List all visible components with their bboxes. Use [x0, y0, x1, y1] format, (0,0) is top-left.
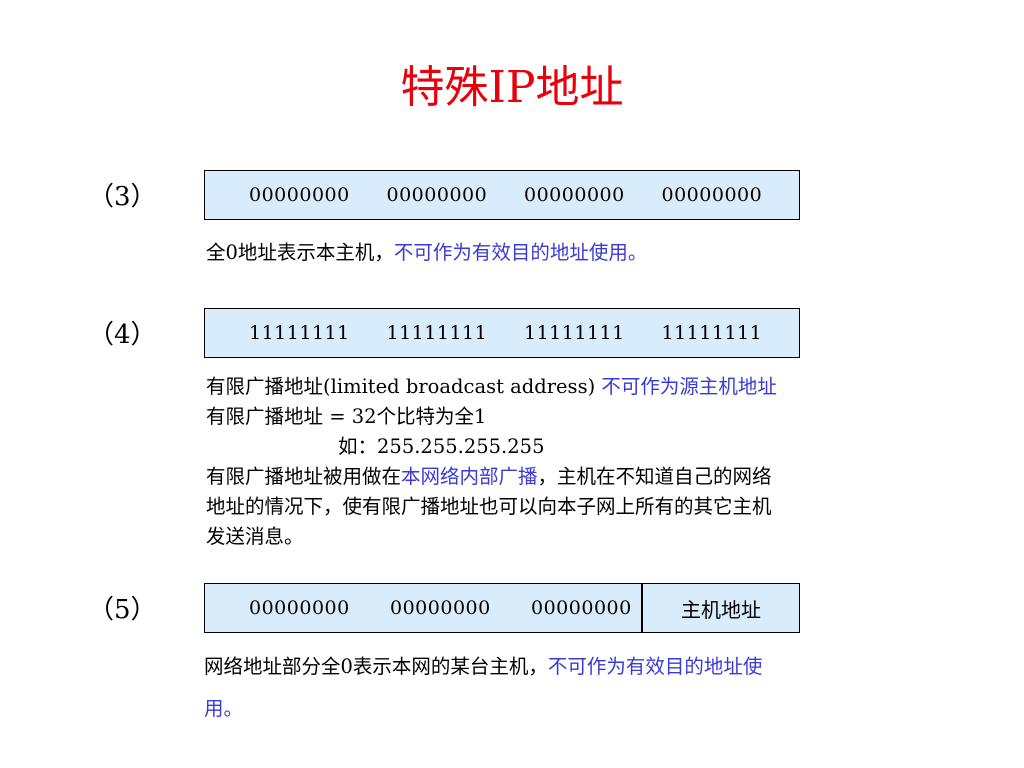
section-5-note-cont: 用。: [204, 697, 244, 720]
section-3-label: （3）: [88, 182, 157, 212]
note-highlight: 本网络内部广播: [401, 465, 538, 488]
section-3-note: 全0地址表示本主机，不可作为有效目的地址使用。: [206, 238, 647, 268]
slide-title: 特殊IP地址: [400, 62, 624, 113]
octet: 00000000: [386, 184, 488, 206]
note-text: 全0地址表示本主机，: [206, 241, 394, 264]
section-4-line-1: 有限广播地址(limited broadcast address) 不可作为源主…: [206, 372, 777, 402]
section-4-line-3: 如：255.255.255.255: [338, 435, 545, 458]
octet: 00000000: [390, 597, 491, 619]
octet: 00000000: [531, 597, 632, 619]
octet: 11111111: [524, 322, 625, 344]
section-4-label: （4）: [88, 320, 157, 350]
section-4-line-2: 有限广播地址 = 32个比特为全1: [206, 405, 487, 428]
octet: 00000000: [249, 184, 350, 206]
octet: 11111111: [249, 322, 350, 344]
section-4-line-6: 发送消息。: [206, 525, 304, 548]
host-address-cell: 主机地址: [641, 584, 799, 632]
octet: 11111111: [386, 322, 488, 344]
octet: 00000000: [661, 184, 763, 206]
note-highlight: 不可作为源主机地址: [601, 375, 777, 398]
note-text: ，主机在不知道自己的网络: [537, 465, 772, 488]
note-text: 网络地址部分全0表示本网的某台主机，: [204, 655, 548, 678]
octet: 11111111: [661, 322, 763, 344]
section-5-note: 网络地址部分全0表示本网的某台主机，不可作为有效目的地址使: [204, 650, 762, 684]
note-highlight: 不可作为有效目的地址使用。: [393, 241, 648, 264]
note-highlight: 不可作为有效目的地址使: [547, 655, 763, 678]
section-4-line-4: 有限广播地址被用做在本网络内部广播，主机在不知道自己的网络: [206, 462, 772, 492]
octet: 00000000: [249, 597, 350, 619]
octet-row: 11111111 11111111 11111111 11111111: [205, 322, 799, 344]
note-text: 有限广播地址(limited broadcast address): [206, 375, 602, 398]
section-4-line-5: 地址的情况下，使有限广播地址也可以向本子网上所有的其它主机: [206, 495, 772, 518]
address-box-net-zero: 00000000 00000000 00000000 主机地址: [204, 583, 800, 633]
octet-row: 00000000 00000000 00000000 00000000: [205, 184, 799, 206]
address-box-all-one: 11111111 11111111 11111111 11111111: [204, 308, 800, 358]
octet: 00000000: [524, 184, 625, 206]
address-box-all-zero: 00000000 00000000 00000000 00000000: [204, 170, 800, 220]
octet-row: 00000000 00000000 00000000: [205, 597, 799, 619]
section-5-label: （5）: [88, 595, 157, 625]
note-text: 有限广播地址被用做在: [206, 465, 402, 488]
